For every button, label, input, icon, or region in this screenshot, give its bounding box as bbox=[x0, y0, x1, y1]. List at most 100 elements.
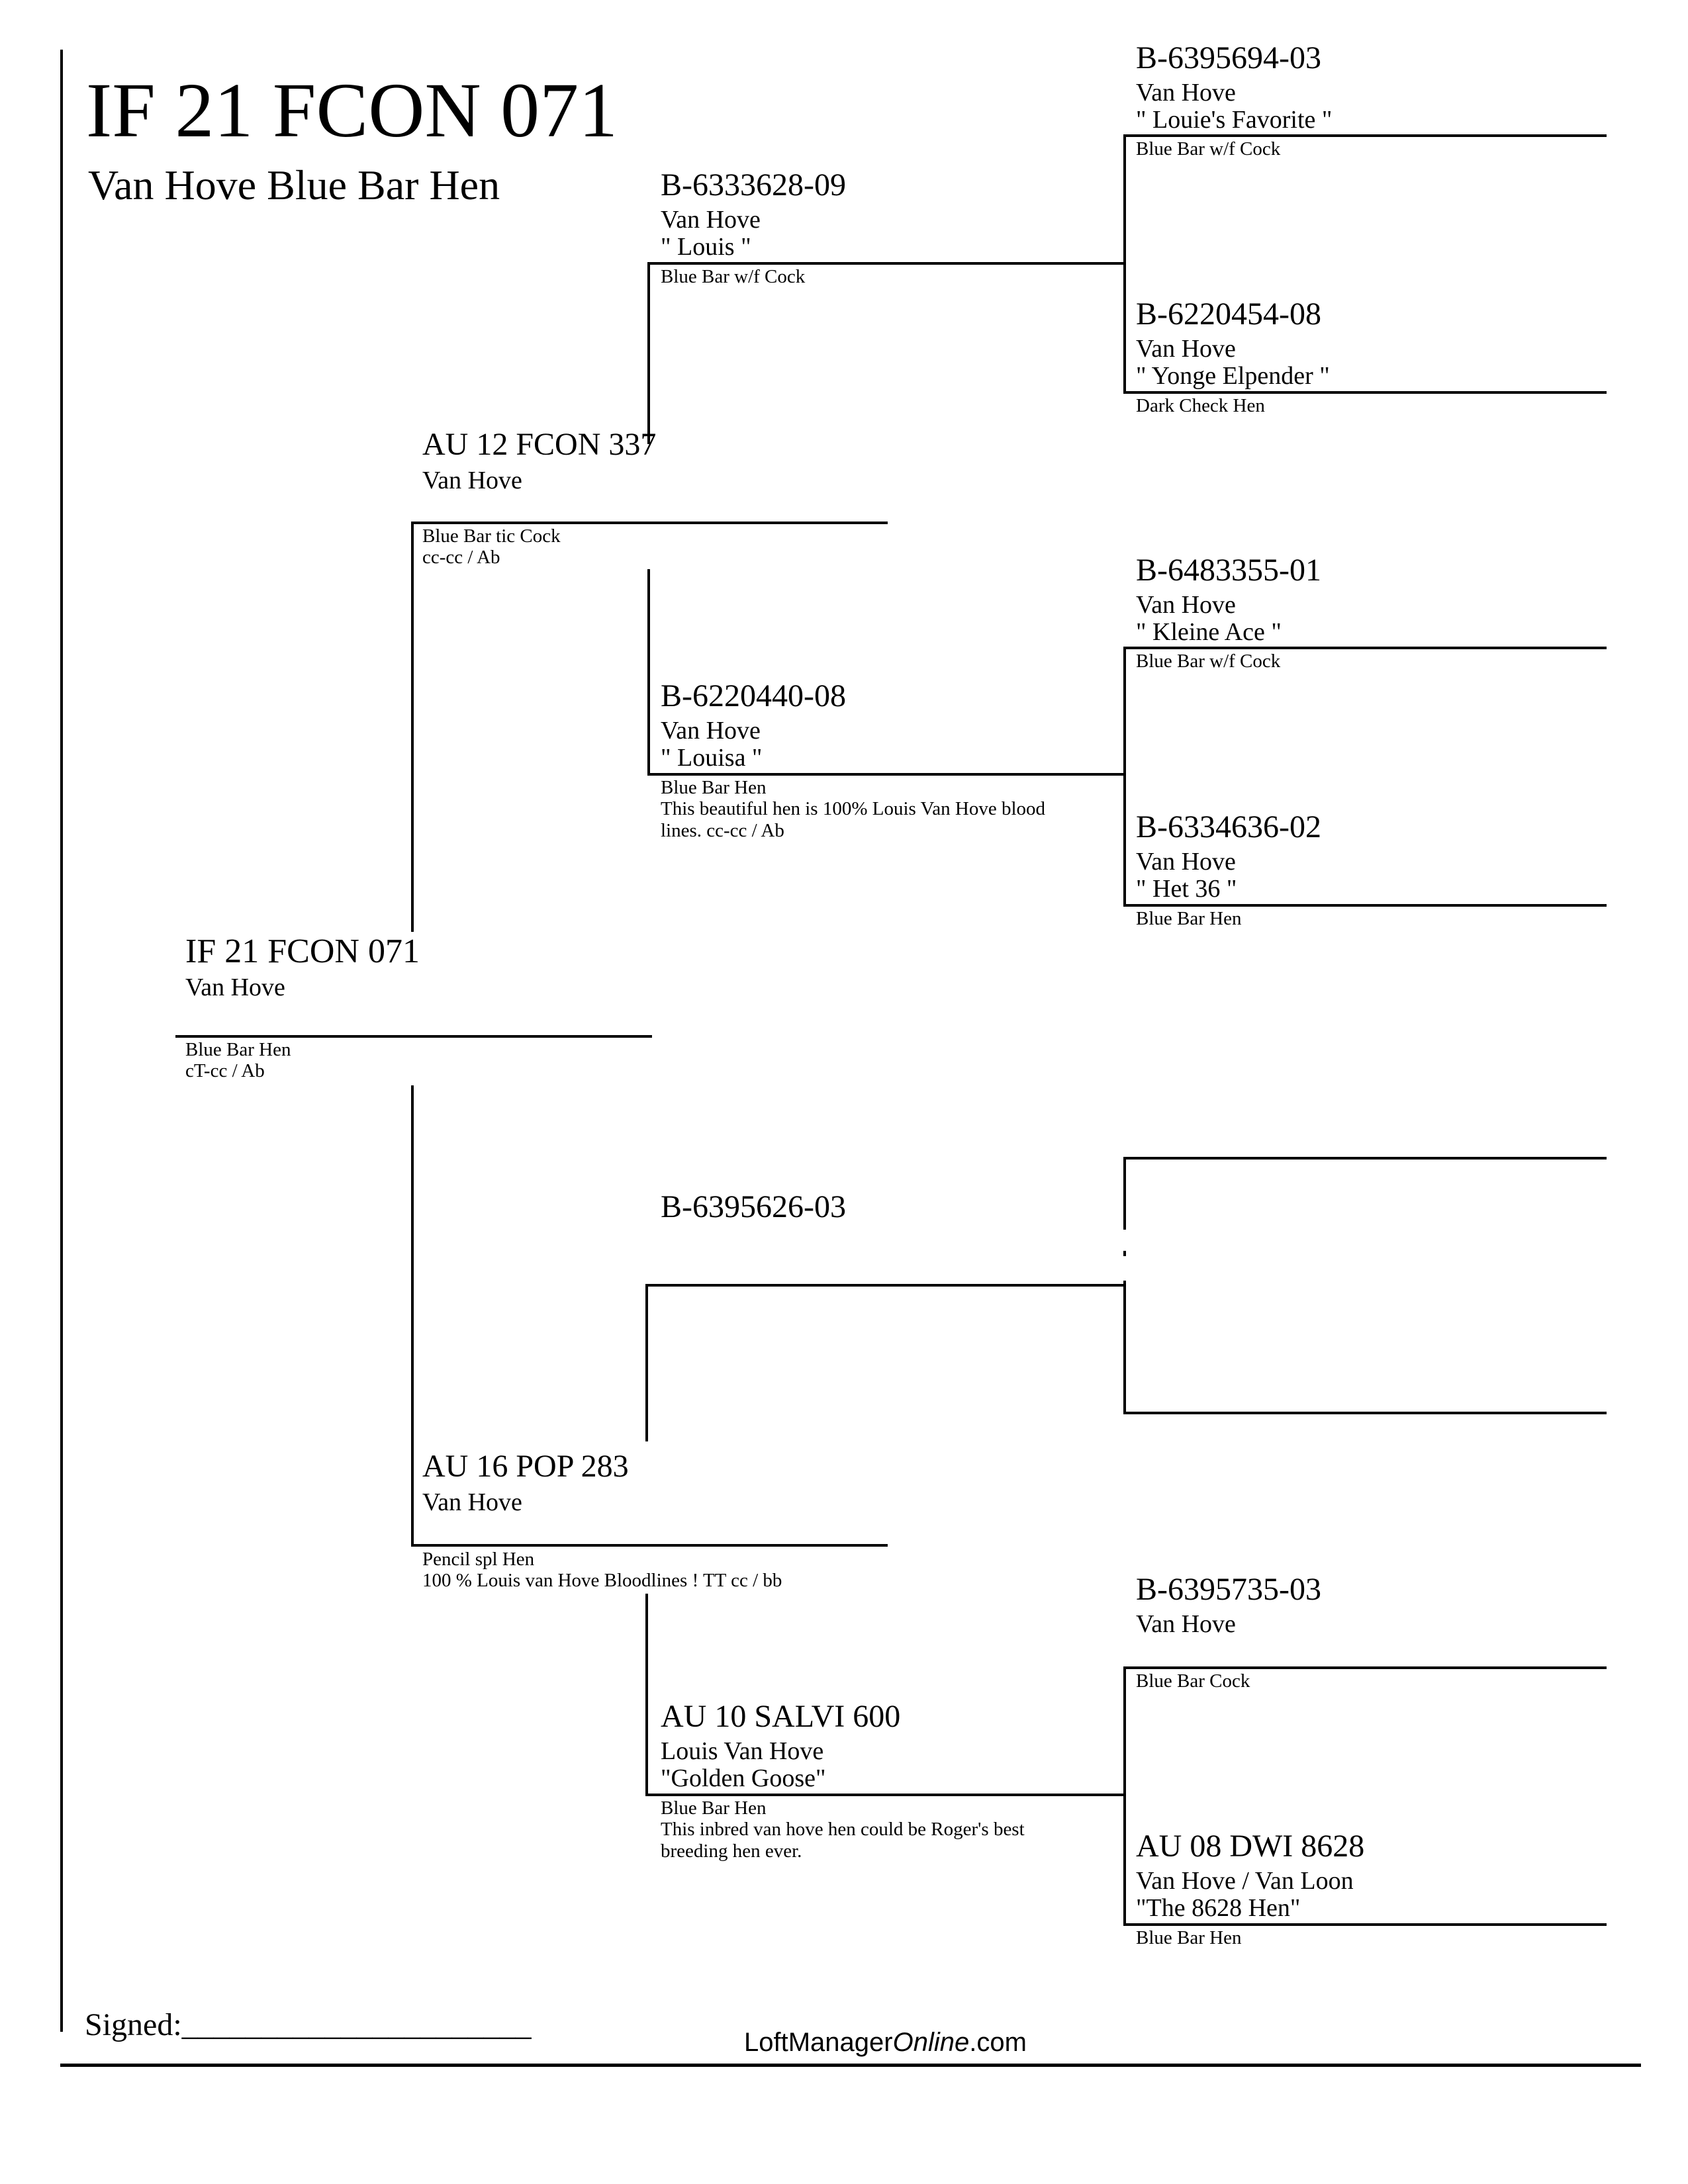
gg-name: " Yonge Elpender " bbox=[1136, 362, 1330, 390]
page-frame-left bbox=[60, 50, 63, 2032]
sire-sire-entry: B-6333628-09 Van Hove " Louis " bbox=[661, 169, 846, 261]
gg-name: " Het 36 " bbox=[1136, 875, 1237, 903]
dam-line bbox=[411, 1544, 888, 1547]
gg7-line bbox=[1123, 1666, 1607, 1669]
subject-breeder: Van Hove bbox=[185, 974, 285, 1001]
gg-band: AU 08 DWI 8628 bbox=[1136, 1829, 1365, 1864]
dam-bracket-upper bbox=[645, 1286, 648, 1441]
gg-name: "The 8628 Hen" bbox=[1136, 1894, 1301, 1923]
dam-dam-entry: AU 10 SALVI 600 Louis Van Hove "Golden G… bbox=[661, 1701, 900, 1792]
dam-dam-line bbox=[645, 1794, 1125, 1796]
dam-sire-bracket-mid bbox=[1123, 1251, 1126, 1256]
sire-dam-details: Blue Bar Hen This beautiful hen is 100% … bbox=[661, 777, 1045, 841]
gg-color: Blue Bar Hen bbox=[1136, 908, 1242, 929]
sire-sire-band: B-6333628-09 bbox=[661, 167, 846, 203]
page-title: IF 21 FCON 071 bbox=[86, 67, 618, 154]
dam-sire-bracket-lower bbox=[1123, 1281, 1126, 1413]
dam-dam-notes-1: This inbred van hove hen could be Roger'… bbox=[661, 1819, 1025, 1841]
gg-breeder: Van Hove bbox=[1136, 335, 1236, 363]
gg-breeder: Van Hove bbox=[1136, 1610, 1236, 1638]
sire-entry: AU 12 FCON 337 Van Hove bbox=[422, 429, 656, 494]
gg3-line bbox=[1123, 647, 1607, 649]
gg-band: B-6395735-03 bbox=[1136, 1572, 1321, 1607]
gg6-line bbox=[1123, 1412, 1607, 1414]
sire-dam-notes-1: This beautiful hen is 100% Louis Van Hov… bbox=[661, 798, 1046, 820]
subject-bracket bbox=[411, 522, 414, 932]
sire-sire-bracket bbox=[1123, 134, 1126, 392]
gg-band: B-6334636-02 bbox=[1136, 809, 1321, 844]
subject-bracket-lower bbox=[411, 1085, 414, 1545]
gg-name: " Kleine Ace " bbox=[1136, 618, 1282, 647]
dam-sire-entry: B-6395626-03 bbox=[661, 1191, 846, 1223]
dam-dam-breeder: Louis Van Hove bbox=[661, 1737, 824, 1765]
page-frame-bottom bbox=[60, 2064, 1641, 2067]
gg-breeder: Van Hove bbox=[1136, 79, 1236, 107]
gg-breeder: Van Hove bbox=[1136, 591, 1236, 619]
gg-color: Blue Bar w/f Cock bbox=[1136, 138, 1281, 159]
sire-sire-line bbox=[647, 262, 1124, 265]
sire-bracket-upper bbox=[647, 262, 650, 444]
gg4-line bbox=[1123, 904, 1607, 907]
page-subtitle: Van Hove Blue Bar Hen bbox=[88, 161, 500, 208]
subject-notes: cT-cc / Ab bbox=[185, 1060, 265, 1082]
subject-line bbox=[175, 1035, 652, 1038]
sire-notes: cc-cc / Ab bbox=[422, 547, 500, 569]
signed-label: Signed: bbox=[85, 2007, 182, 2042]
gg-band: B-6483355-01 bbox=[1136, 553, 1321, 588]
gg-name: " Louie's Favorite " bbox=[1136, 106, 1333, 134]
gg-entry-3: B-6483355-01 Van Hove " Kleine Ace " bbox=[1136, 555, 1321, 646]
dam-notes: 100 % Louis van Hove Bloodlines ! TT cc … bbox=[422, 1570, 782, 1592]
gg-entry-7: B-6395735-03 Van Hove bbox=[1136, 1574, 1321, 1638]
dam-bracket-lower bbox=[645, 1594, 648, 1796]
sire-sire-name: " Louis " bbox=[661, 233, 751, 261]
gg5-line bbox=[1123, 1157, 1607, 1160]
sire-band: AU 12 FCON 337 bbox=[422, 427, 657, 462]
gg-entry-2: B-6220454-08 Van Hove " Yonge Elpender " bbox=[1136, 298, 1330, 390]
brand-suffix: .com bbox=[969, 2028, 1027, 2057]
sire-dam-notes-2: lines. cc-cc / Ab bbox=[661, 819, 784, 841]
gg1-line bbox=[1123, 134, 1607, 137]
dam-dam-band: AU 10 SALVI 600 bbox=[661, 1699, 901, 1734]
signature-field[interactable]: Signed:______________________ bbox=[85, 2009, 532, 2041]
gg-breeder: Van Hove bbox=[1136, 848, 1236, 876]
dam-dam-color: Blue Bar Hen bbox=[661, 1797, 767, 1819]
sire-details: Blue Bar tic Cock cc-cc / Ab bbox=[422, 525, 561, 569]
signature-line[interactable]: ______________________ bbox=[181, 2007, 532, 2042]
gg-band: B-6395694-03 bbox=[1136, 40, 1321, 75]
sire-line bbox=[411, 522, 888, 524]
dam-entry: AU 16 POP 283 Van Hove bbox=[422, 1451, 629, 1516]
dam-sire-band: B-6395626-03 bbox=[661, 1189, 846, 1224]
dam-details: Pencil spl Hen 100 % Louis van Hove Bloo… bbox=[422, 1549, 782, 1592]
sire-dam-entry: B-6220440-08 Van Hove " Louisa " bbox=[661, 680, 846, 772]
sire-color: Blue Bar tic Cock bbox=[422, 525, 561, 547]
dam-dam-name: "Golden Goose" bbox=[661, 1764, 826, 1793]
sire-bracket-lower bbox=[647, 569, 650, 774]
subject-band: IF 21 FCON 071 bbox=[185, 933, 420, 970]
sire-dam-bracket bbox=[1123, 649, 1126, 907]
dam-sire-bracket-upper bbox=[1123, 1157, 1126, 1230]
brand-prefix: LoftManager bbox=[744, 2028, 893, 2057]
sire-dam-breeder: Van Hove bbox=[661, 717, 761, 745]
gg-color: Blue Bar Hen bbox=[1136, 1927, 1242, 1948]
brand-link[interactable]: LoftManagerOnline.com bbox=[744, 2029, 1027, 2056]
subject-color: Blue Bar Hen bbox=[185, 1039, 291, 1060]
dam-dam-details: Blue Bar Hen This inbred van hove hen co… bbox=[661, 1797, 1025, 1862]
sire-sire-breeder: Van Hove bbox=[661, 206, 761, 234]
dam-breeder: Van Hove bbox=[422, 1488, 522, 1516]
sire-dam-color: Blue Bar Hen bbox=[661, 777, 767, 798]
dam-sire-line bbox=[645, 1284, 1125, 1287]
dam-band: AU 16 POP 283 bbox=[422, 1449, 629, 1484]
dam-dam-notes-2: breeding hen ever. bbox=[661, 1840, 802, 1862]
sire-dam-line bbox=[647, 773, 1124, 776]
sire-breeder: Van Hove bbox=[422, 467, 522, 494]
gg-color: Dark Check Hen bbox=[1136, 395, 1265, 416]
gg8-line bbox=[1123, 1923, 1607, 1926]
gg-color: Blue Bar Cock bbox=[1136, 1670, 1250, 1692]
gg-color: Blue Bar w/f Cock bbox=[1136, 651, 1281, 672]
gg-entry-8: AU 08 DWI 8628 Van Hove / Van Loon "The … bbox=[1136, 1831, 1364, 1922]
gg-entry-1: B-6395694-03 Van Hove " Louie's Favorite… bbox=[1136, 42, 1332, 134]
gg-band: B-6220454-08 bbox=[1136, 296, 1321, 332]
subject-entry: IF 21 FCON 071 Van Hove bbox=[185, 934, 420, 1001]
dam-dam-bracket bbox=[1123, 1666, 1126, 1925]
dam-color: Pencil spl Hen bbox=[422, 1549, 535, 1570]
